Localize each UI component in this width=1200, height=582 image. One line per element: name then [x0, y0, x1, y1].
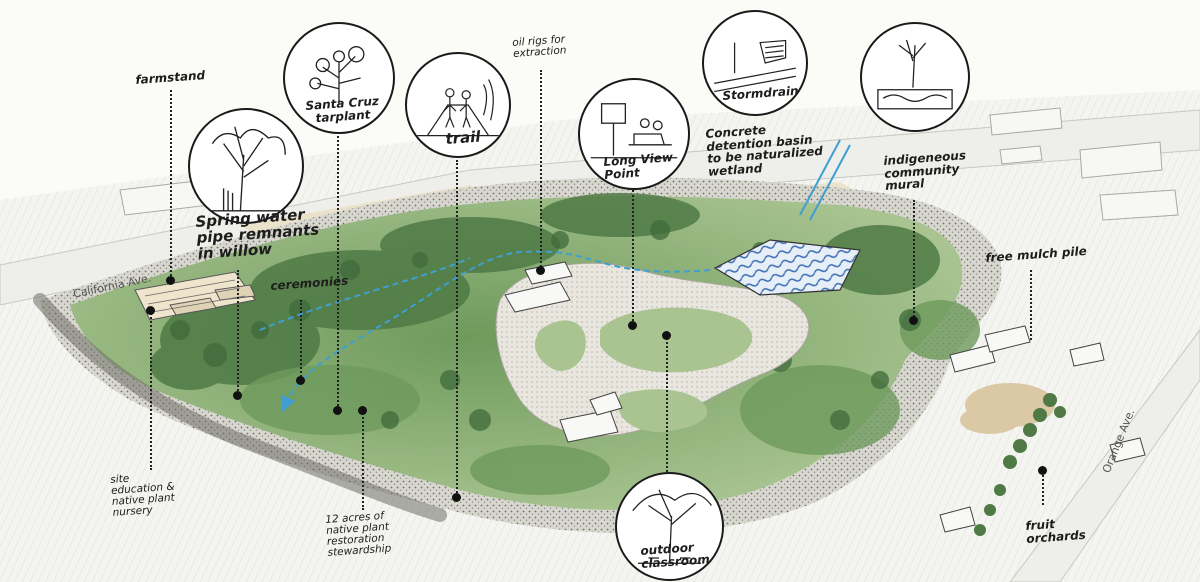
trail-walkers-icon	[405, 52, 511, 158]
marker-fruit-orchards	[1037, 465, 1047, 475]
marker-trail	[451, 492, 461, 502]
leader-site-education	[150, 310, 152, 470]
leader-fruit-orchards	[1042, 470, 1044, 505]
label-spring-water: Spring water pipe remnants in willow	[194, 205, 320, 263]
leader-long-view-point	[632, 190, 634, 325]
label-detention-basin: Concrete detention basin to be naturaliz…	[704, 122, 824, 179]
marker-tarplant	[332, 405, 342, 415]
tarplant-icon	[283, 22, 395, 134]
willow-tree-icon	[188, 108, 304, 224]
leader-12-acres	[362, 410, 364, 510]
leader-oil-rigs	[540, 70, 542, 270]
label-oil-rigs: oil rigs for extraction	[511, 33, 567, 60]
leader-trail	[456, 160, 458, 497]
marker-long-view-point	[627, 320, 637, 330]
leader-spring-water	[237, 270, 239, 395]
marker-12-acres	[357, 405, 367, 415]
label-santa-cruz-tarplant: Santa Cruz tarplant	[304, 93, 380, 125]
label-fruit-orchards: fruit orchards	[1024, 516, 1087, 546]
outdoor-classroom-tree-icon	[615, 472, 724, 581]
leader-tarplant	[337, 125, 339, 410]
label-outdoor-classroom: outdoor classroom	[639, 540, 711, 571]
label-site-education: site education & native plant nursery	[109, 472, 176, 519]
marker-site-education	[145, 305, 155, 315]
marker-outdoor-classroom	[661, 330, 671, 340]
leader-outdoor-classroom	[666, 335, 668, 475]
marker-oil-rigs	[535, 265, 545, 275]
stormdrain-icon	[702, 10, 808, 116]
marker-mural	[908, 315, 918, 325]
marker-ceremonies	[295, 375, 305, 385]
marker-farmstand	[165, 275, 175, 285]
mural-icon	[860, 22, 970, 132]
leader-free-mulch	[1030, 270, 1032, 340]
label-indigenous-mural: indigeneous community mural	[882, 148, 967, 194]
leader-ceremonies	[300, 300, 302, 380]
label-12-acres: 12 acres of native plant restoration ste…	[324, 509, 392, 559]
long-view-point-icon	[578, 78, 690, 190]
leader-farmstand	[170, 90, 172, 280]
leader-mural	[913, 200, 915, 320]
label-trail: trail	[444, 127, 482, 148]
marker-spring-water	[232, 390, 242, 400]
label-long-view-point: Long View Point	[602, 150, 674, 182]
